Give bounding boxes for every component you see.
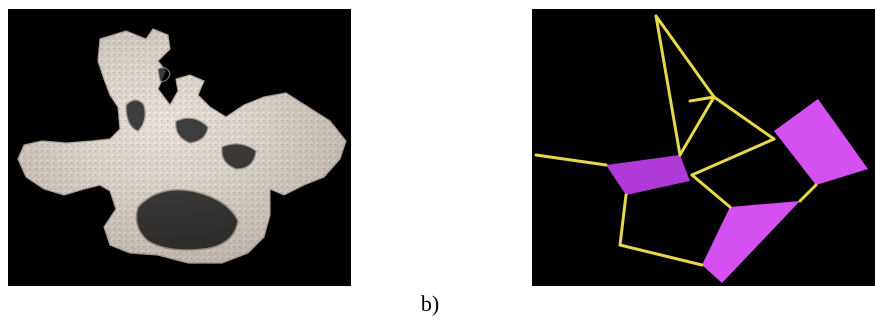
graph-edge [712, 95, 776, 141]
graph-edge [690, 173, 732, 209]
graph-edge [690, 137, 776, 177]
graph-edge [688, 95, 716, 103]
graph-edge [618, 193, 628, 247]
voxel-object-illustration [17, 28, 347, 264]
voxel-object [17, 28, 347, 264]
graph-edge [654, 14, 716, 99]
graph-face-bottom [702, 201, 800, 283]
graph-face-left [606, 155, 690, 195]
graph-edge [618, 243, 704, 267]
figure-caption: b) [420, 291, 440, 316]
graph-edge [654, 14, 682, 157]
graph-edge [798, 183, 818, 203]
graph-edge [534, 153, 608, 167]
skeleton-graph [534, 14, 868, 283]
voxel-render-panel [8, 9, 351, 286]
graph-faces [606, 99, 868, 283]
graph-edge [678, 95, 716, 157]
graph-face-right [774, 99, 868, 185]
graph-edges [534, 14, 818, 267]
skeleton-graph-panel [532, 9, 875, 286]
